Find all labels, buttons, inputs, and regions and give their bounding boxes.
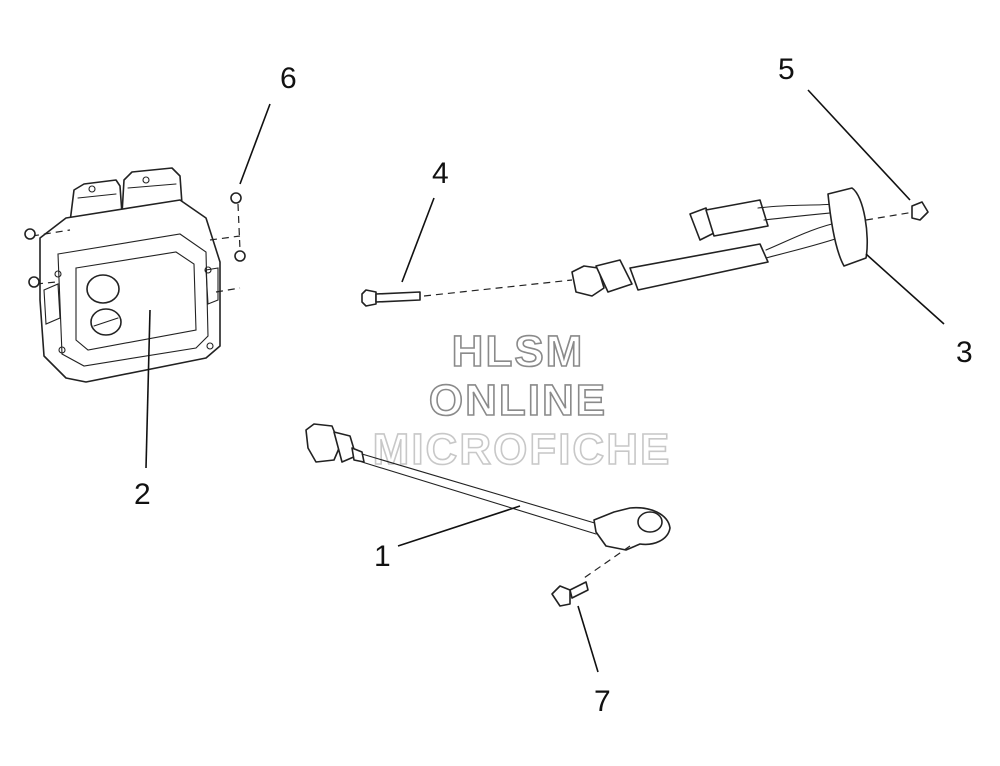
callout-5[interactable]: 5 [778, 53, 795, 86]
watermark: HLSM ONLINE MICROFICHE [372, 326, 672, 475]
leader-1 [397, 505, 521, 547]
leader-lines [145, 89, 945, 673]
leader-7 [577, 605, 599, 673]
leader-2 [145, 309, 151, 469]
sensor-screw-part[interactable] [551, 581, 589, 607]
callout-7[interactable]: 7 [594, 685, 611, 718]
callout-1[interactable]: 1 [374, 540, 391, 573]
callout-4[interactable]: 4 [432, 157, 449, 190]
speed-sensor-part[interactable] [305, 423, 671, 579]
ecu-module-part[interactable] [31, 167, 241, 383]
leader-3 [865, 253, 945, 325]
clip-part[interactable] [911, 201, 929, 221]
watermark-line-1: HLSM [452, 327, 585, 376]
watermark-line-2: ONLINE [429, 376, 607, 425]
bolt-part[interactable] [361, 289, 421, 307]
callouts: 1 2 3 4 5 6 7 [134, 53, 973, 718]
watermark-line-3: MICROFICHE [373, 425, 672, 474]
callout-6[interactable]: 6 [280, 62, 297, 95]
leader-4 [401, 197, 435, 283]
callout-3[interactable]: 3 [956, 336, 973, 369]
bolt-guide-line [423, 279, 573, 297]
leader-6 [239, 103, 271, 185]
leader-5 [807, 89, 911, 201]
callout-2[interactable]: 2 [134, 478, 151, 511]
screw-set-part[interactable] [24, 192, 246, 288]
wiring-harness-part[interactable] [571, 187, 915, 297]
